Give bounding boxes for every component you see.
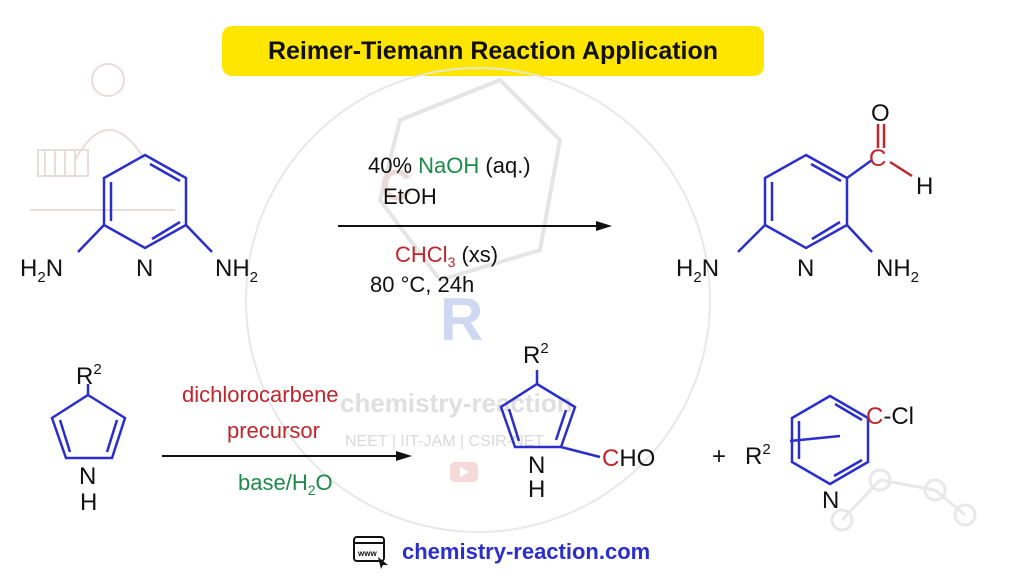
watermark-hexagon (377, 77, 563, 283)
reaction1-arrow (338, 221, 612, 231)
reaction2-reagent-dichlorocarbene: dichlorocarbene (182, 382, 339, 407)
reaction1-sm-right-amine: NH2 (215, 255, 258, 286)
reaction2-prod-aldehyde: CHO (602, 445, 655, 472)
reaction1-sm-left-amine: H2N (20, 255, 63, 286)
reaction1-reagent-naoh: 40% NaOH (aq.) (368, 153, 531, 178)
reaction1-aldehyde-bonds (876, 124, 913, 178)
reaction1-prod-carbon: C (869, 145, 886, 172)
footer: www chemistry-reaction.com (352, 534, 650, 570)
reaction2-side-r-group: R2 (745, 441, 771, 470)
watermark-circle (245, 67, 711, 533)
watermark-play-triangle (460, 467, 469, 477)
reaction2-prod-hydrogen: H (528, 476, 545, 503)
reaction2-sm-hydrogen: H (80, 489, 97, 516)
watermark-scientist-icon (30, 63, 175, 211)
web-browser-icon: www (353, 536, 388, 569)
watermark-letter-c: C (380, 161, 412, 210)
reaction1-sm-ring-nitrogen: N (136, 255, 153, 282)
reaction2-product (499, 370, 601, 459)
reaction2-side-nitrogen: N (822, 487, 839, 514)
reaction2-side-chlorine: C-Cl (866, 403, 914, 430)
reaction1-prod-right-amine: NH2 (876, 255, 919, 286)
watermark-tagline: NEET | IIT-JAM | CSIR-NET (345, 433, 544, 450)
reaction1-prod-hydrogen: H (916, 173, 933, 200)
reaction1-prod-left-amine: H2N (676, 255, 719, 286)
reaction1-reagent-conditions: 80 °C, 24h (370, 272, 474, 297)
reaction2-prod-nitrogen: N (528, 452, 545, 479)
reaction1-reagent-chcl3: CHCl3 (xs) (395, 242, 498, 270)
reaction2-sm-nitrogen: N (79, 463, 96, 490)
reaction2-reagent-precursor: precursor (227, 418, 320, 443)
reaction2-sm-r-group: R2 (76, 361, 102, 390)
reaction2-starting-material (50, 384, 127, 460)
watermark-molecule-icon (830, 468, 977, 532)
reaction1-prod-oxygen: O (871, 100, 890, 127)
reaction1-product (737, 153, 873, 253)
reaction2-side-product (789, 394, 870, 486)
reaction2-arrow (162, 451, 412, 461)
reaction2-prod-r-group: R2 (523, 340, 549, 369)
footer-url-link[interactable]: chemistry-reaction.com (402, 539, 651, 564)
watermark: C R chemistry-reaction NEET | IIT-JAM | … (30, 63, 977, 533)
watermark-letter-r: R (440, 286, 483, 353)
svg-text:www: www (357, 549, 377, 558)
watermark-brand: chemistry-reaction (340, 388, 573, 418)
reaction2-plus: + (712, 443, 726, 470)
reaction2-reagent-base: base/H2O (238, 470, 333, 498)
reaction1-starting-material (77, 153, 213, 253)
reaction1-prod-ring-nitrogen: N (797, 255, 814, 282)
reaction1-reagent-etoh: EtOH (383, 184, 437, 209)
